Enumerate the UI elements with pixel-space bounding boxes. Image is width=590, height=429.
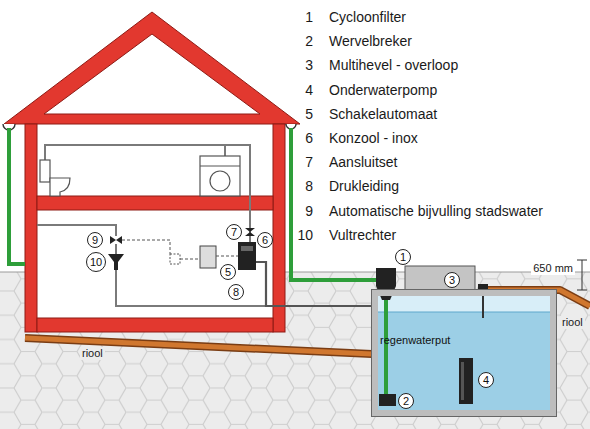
callout-text: 3 xyxy=(449,275,455,286)
control-wire xyxy=(216,256,238,257)
callout-number: 6 xyxy=(257,232,273,248)
callout-number: 4 xyxy=(478,372,494,388)
roof xyxy=(4,12,300,124)
callout-text: 10 xyxy=(90,257,102,268)
house-wall xyxy=(25,124,37,332)
attic xyxy=(44,34,260,114)
callout-text: 2 xyxy=(403,396,409,407)
toilet-bowl xyxy=(50,178,70,196)
floor-slab xyxy=(37,196,273,210)
valve-symbol xyxy=(245,232,255,236)
manhole xyxy=(405,266,475,290)
callout-text: 7 xyxy=(231,227,237,238)
legend-text: Vultrechter xyxy=(329,227,396,243)
valve-symbol xyxy=(245,228,255,232)
legend-text: Wervelbreker xyxy=(329,33,412,49)
control-wire xyxy=(180,259,200,260)
legend-number: 6 xyxy=(305,130,313,146)
funnel-symbol xyxy=(108,254,124,270)
supply-pipe xyxy=(45,145,250,242)
tank-water xyxy=(378,312,550,410)
legend-text: Automatische bijvulling stadswater xyxy=(329,203,543,219)
sewer-pipe-fill xyxy=(25,338,372,354)
inlet-pipe xyxy=(384,300,388,394)
city-water-pipe xyxy=(37,225,116,236)
legend-number: 4 xyxy=(305,82,313,98)
floor-slab xyxy=(37,318,273,332)
callout-number: 10 xyxy=(86,252,106,272)
legend-number: 7 xyxy=(305,154,313,170)
valve-symbol xyxy=(110,236,116,244)
valve-symbol xyxy=(116,236,122,244)
legend-text: Konzool - inox xyxy=(329,130,418,146)
dimension-tick xyxy=(577,290,587,291)
legend-number: 1 xyxy=(305,9,313,25)
drain-pipe xyxy=(116,270,266,306)
toilet-cistern xyxy=(40,160,50,182)
sensor-symbol xyxy=(170,254,180,264)
basement-room xyxy=(37,210,273,318)
washing-machine-panel xyxy=(200,166,240,167)
callout-number: 8 xyxy=(228,284,244,300)
legend-number: 5 xyxy=(305,106,313,122)
pipe-label: riool xyxy=(80,347,105,360)
console-detail xyxy=(241,246,253,251)
tank-air xyxy=(378,296,550,312)
pipe-label: riool xyxy=(560,316,585,329)
tank-box: regenwaterput 2 4 xyxy=(372,290,556,416)
legend-number: 8 xyxy=(305,178,313,194)
cyclone-filter xyxy=(376,268,396,286)
washing-machine-door xyxy=(210,171,230,191)
refill-pipe xyxy=(115,244,117,254)
legend-text: Multihevel - overloop xyxy=(329,57,458,73)
callout-text: 9 xyxy=(92,235,98,246)
house-wall xyxy=(273,124,285,332)
callout-number: 7 xyxy=(226,224,242,240)
water-surface xyxy=(378,312,550,313)
calmed-inlet xyxy=(379,394,396,406)
overflow-siphon xyxy=(482,296,484,318)
pump-detail xyxy=(461,362,464,400)
control-wire xyxy=(122,240,170,254)
legend-text: Cycloonfilter xyxy=(329,9,406,25)
callout-number: 9 xyxy=(87,232,103,248)
dimension-label: 650 mm xyxy=(531,262,575,275)
legend-text: Onderwaterpomp xyxy=(329,82,437,98)
legend-text: Schakelautomaat xyxy=(329,106,437,122)
legend-number: 9 xyxy=(305,203,313,219)
callout-number: 1 xyxy=(395,249,411,265)
callout-text: 6 xyxy=(262,235,268,246)
washing-machine xyxy=(200,156,240,196)
tank-label: regenwaterput xyxy=(380,335,450,346)
callout-number: 3 xyxy=(444,272,460,288)
callout-text: 1 xyxy=(400,252,406,263)
console-unit xyxy=(238,242,256,270)
submersible-pump xyxy=(459,358,473,404)
dimension-tick xyxy=(577,260,587,261)
legend-number: 10 xyxy=(297,227,313,243)
sewer-pipe xyxy=(25,338,372,354)
callout-number: 2 xyxy=(398,393,414,409)
callout-text: 5 xyxy=(225,267,231,278)
callout-text: 8 xyxy=(233,287,239,298)
legend-text: Drukleiding xyxy=(329,178,399,194)
legend-number: 3 xyxy=(305,57,313,73)
supply-pipe xyxy=(224,145,226,156)
dimension-line xyxy=(582,260,583,290)
callout-text: 4 xyxy=(483,375,489,386)
switch-unit xyxy=(200,246,216,268)
legend-number: 2 xyxy=(305,33,313,49)
downpipe xyxy=(9,128,25,264)
legend-text: Aansluitset xyxy=(329,154,397,170)
callout-number: 5 xyxy=(220,264,236,280)
